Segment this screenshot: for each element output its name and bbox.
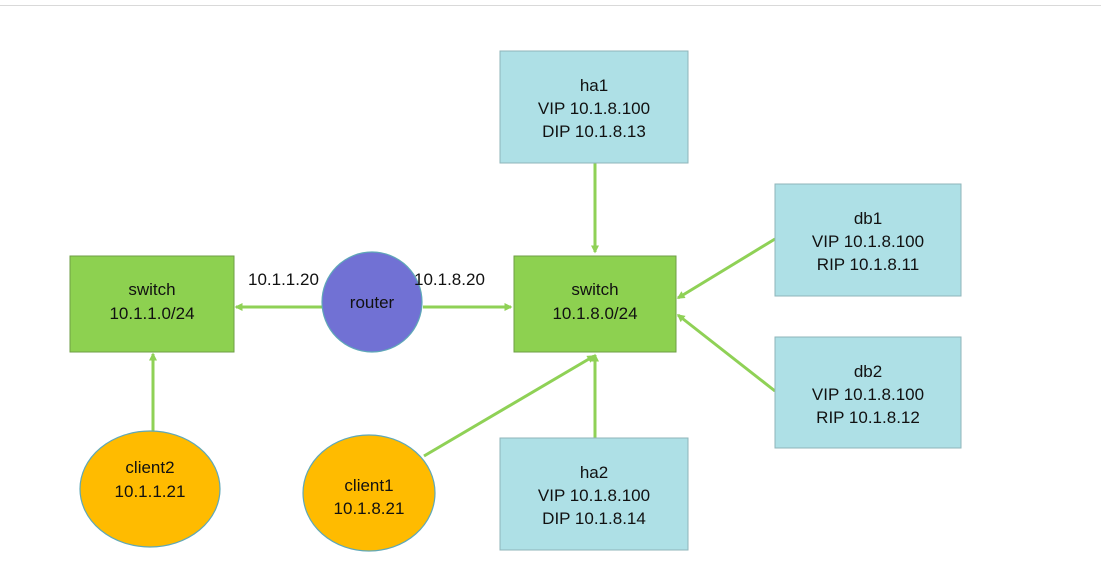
switch-right-subnet: 10.1.8.0/24 bbox=[552, 304, 637, 323]
node-router: router bbox=[321, 251, 423, 353]
connectors bbox=[149, 163, 776, 458]
client2-ip: 10.1.1.21 bbox=[115, 482, 186, 501]
ha1-dip: DIP 10.1.8.13 bbox=[542, 122, 646, 141]
node-switch-left: switch 10.1.1.0/24 bbox=[69, 255, 235, 353]
node-client2: client2 10.1.1.21 bbox=[79, 430, 221, 548]
arrow-db2-to-switch-right bbox=[676, 313, 776, 393]
node-ha2: ha2 VIP 10.1.8.100 DIP 10.1.8.14 bbox=[499, 437, 689, 551]
db2-rip: RIP 10.1.8.12 bbox=[816, 408, 920, 427]
client1-ip: 10.1.8.21 bbox=[334, 499, 405, 518]
switch-left-name: switch bbox=[128, 280, 175, 299]
top-divider bbox=[0, 5, 1101, 6]
ha1-name: ha1 bbox=[580, 76, 608, 95]
db1-rip: RIP 10.1.8.11 bbox=[817, 255, 919, 274]
router-name: router bbox=[350, 293, 395, 312]
arrow-db1-to-switch-right bbox=[676, 237, 776, 300]
db1-name: db1 bbox=[854, 209, 882, 228]
switch-right-name: switch bbox=[571, 280, 618, 299]
client1-name: client1 bbox=[344, 476, 393, 495]
ha2-vip: VIP 10.1.8.100 bbox=[538, 486, 650, 505]
switch-left-subnet: 10.1.1.0/24 bbox=[109, 304, 194, 323]
node-db1: db1 VIP 10.1.8.100 RIP 10.1.8.11 bbox=[774, 183, 962, 297]
db1-vip: VIP 10.1.8.100 bbox=[812, 232, 924, 251]
router-left-ip-label: 10.1.1.20 bbox=[248, 270, 319, 289]
ha2-name: ha2 bbox=[580, 463, 608, 482]
ha1-vip: VIP 10.1.8.100 bbox=[538, 99, 650, 118]
ha2-dip: DIP 10.1.8.14 bbox=[542, 509, 646, 528]
node-switch-right: switch 10.1.8.0/24 bbox=[513, 255, 677, 353]
node-ha1: ha1 VIP 10.1.8.100 DIP 10.1.8.13 bbox=[499, 50, 689, 164]
arrow-client1-to-switch-right bbox=[423, 354, 596, 458]
db2-vip: VIP 10.1.8.100 bbox=[812, 385, 924, 404]
node-db2: db2 VIP 10.1.8.100 RIP 10.1.8.12 bbox=[774, 336, 962, 449]
client2-name: client2 bbox=[125, 458, 174, 477]
db2-name: db2 bbox=[854, 362, 882, 381]
router-right-ip-label: 10.1.8.20 bbox=[414, 270, 485, 289]
node-client1: client1 10.1.8.21 bbox=[302, 434, 436, 552]
